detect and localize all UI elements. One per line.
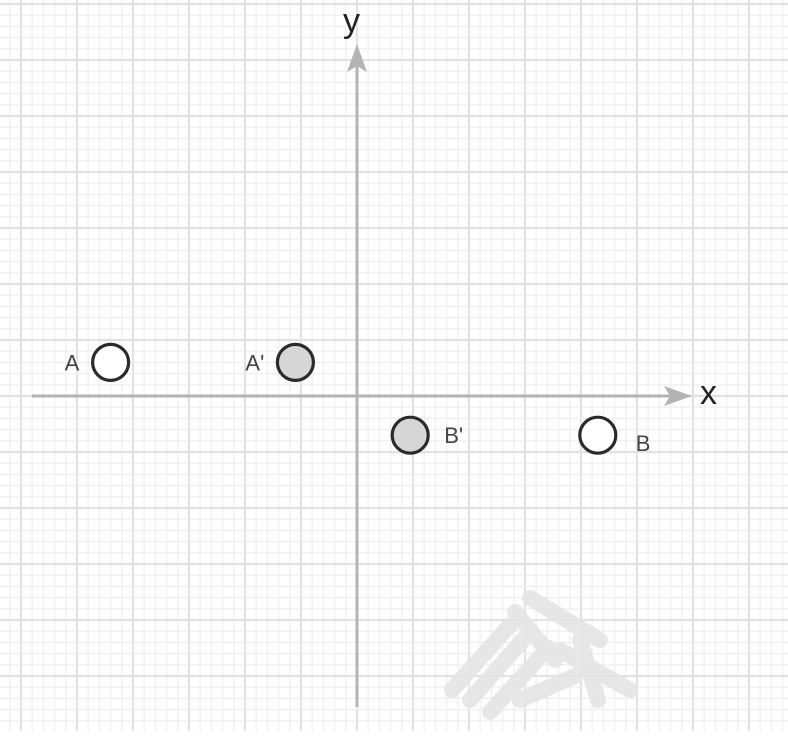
point-a-marker — [90, 342, 131, 382]
point-b2-marker — [390, 415, 430, 455]
y-axis-arrow-icon — [347, 44, 367, 72]
watermark — [444, 590, 638, 720]
axes: x y — [32, 2, 717, 707]
x-axis-label: x — [700, 374, 717, 412]
x-axis-arrow-icon — [664, 386, 692, 406]
point-b2-label: B' — [444, 423, 463, 448]
watermark-glyph — [444, 590, 638, 720]
point-b-marker — [578, 415, 618, 455]
point-a-label: A — [65, 350, 80, 375]
point-b-label: B — [636, 431, 651, 456]
point-a2-label: A' — [245, 350, 264, 375]
points: A A' B' B — [65, 342, 651, 456]
point-a2-marker — [275, 342, 315, 382]
y-axis-label: y — [343, 2, 360, 40]
